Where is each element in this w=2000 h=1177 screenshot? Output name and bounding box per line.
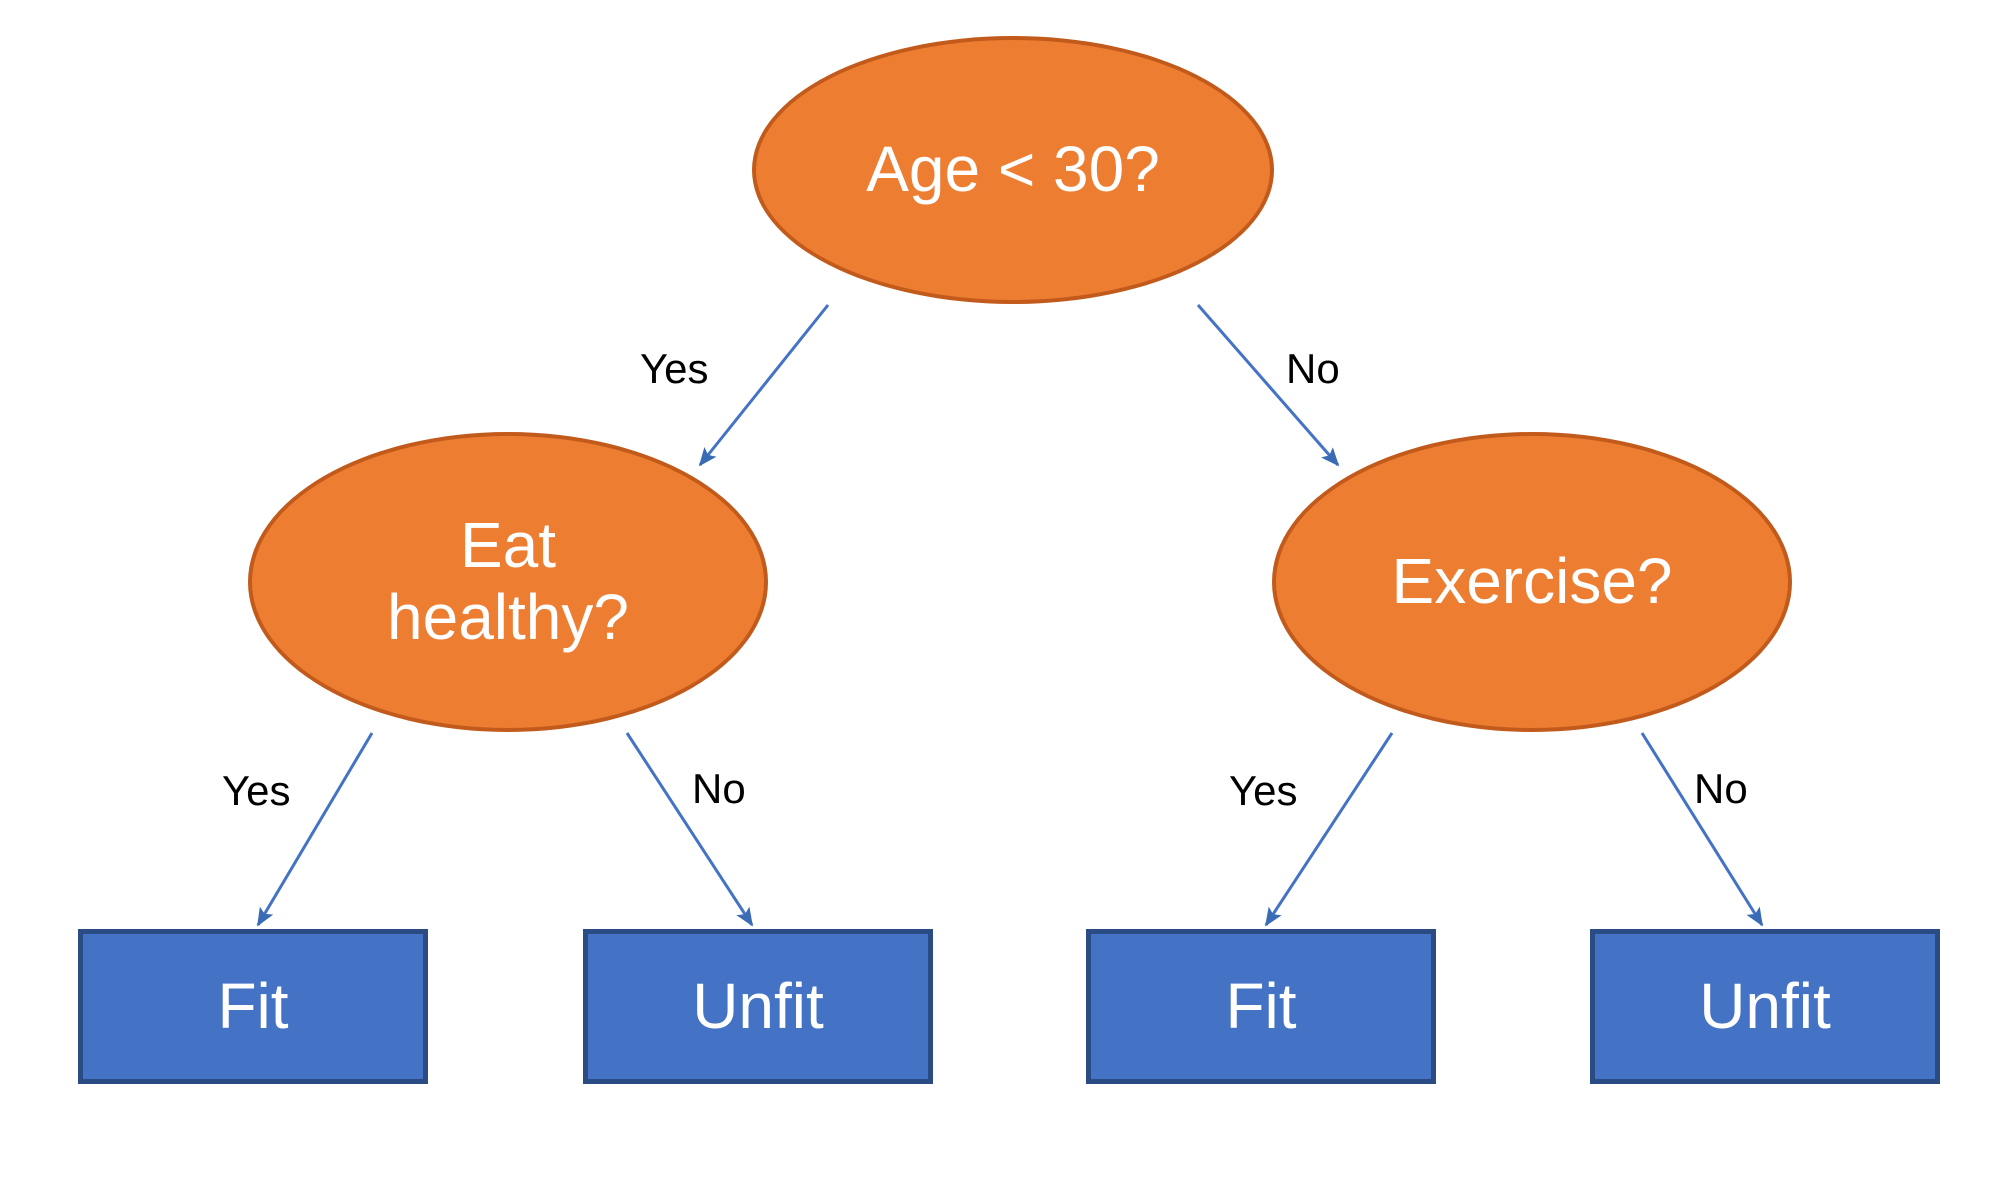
edge-label-eat-yes: Yes xyxy=(222,767,291,814)
edge-label-eat-no: No xyxy=(692,765,746,812)
node-leaf-fit-1-label: Fit xyxy=(217,970,289,1043)
node-root-label: Age < 30? xyxy=(866,133,1160,206)
node-leaf-unfit-1[interactable]: Unfit xyxy=(583,929,933,1084)
edge-label-exercise-no: No xyxy=(1694,765,1748,812)
edge-label-root-yes: Yes xyxy=(640,345,709,392)
node-leaf-fit-2[interactable]: Fit xyxy=(1086,929,1436,1084)
node-leaf-unfit-2-label: Unfit xyxy=(1699,970,1831,1043)
node-eat-healthy-label: Eat healthy? xyxy=(387,509,629,653)
node-exercise[interactable]: Exercise? xyxy=(1272,432,1792,732)
node-eat-healthy[interactable]: Eat healthy? xyxy=(248,432,768,732)
edge-eat-yes xyxy=(256,732,374,927)
edge-eat-no xyxy=(625,732,754,927)
edge-label-root-no: No xyxy=(1286,345,1340,392)
node-leaf-unfit-2[interactable]: Unfit xyxy=(1590,929,1940,1084)
node-root[interactable]: Age < 30? xyxy=(752,36,1274,304)
node-leaf-fit-1[interactable]: Fit xyxy=(78,929,428,1084)
node-leaf-fit-2-label: Fit xyxy=(1225,970,1297,1043)
edge-label-exercise-yes: Yes xyxy=(1229,767,1298,814)
node-leaf-unfit-1-label: Unfit xyxy=(692,970,824,1043)
node-exercise-label: Exercise? xyxy=(1391,545,1673,618)
edge-root-no xyxy=(1196,304,1340,467)
edge-exercise-yes xyxy=(1264,732,1394,927)
edge-exercise-no xyxy=(1640,732,1764,927)
edge-root-yes xyxy=(698,304,830,467)
